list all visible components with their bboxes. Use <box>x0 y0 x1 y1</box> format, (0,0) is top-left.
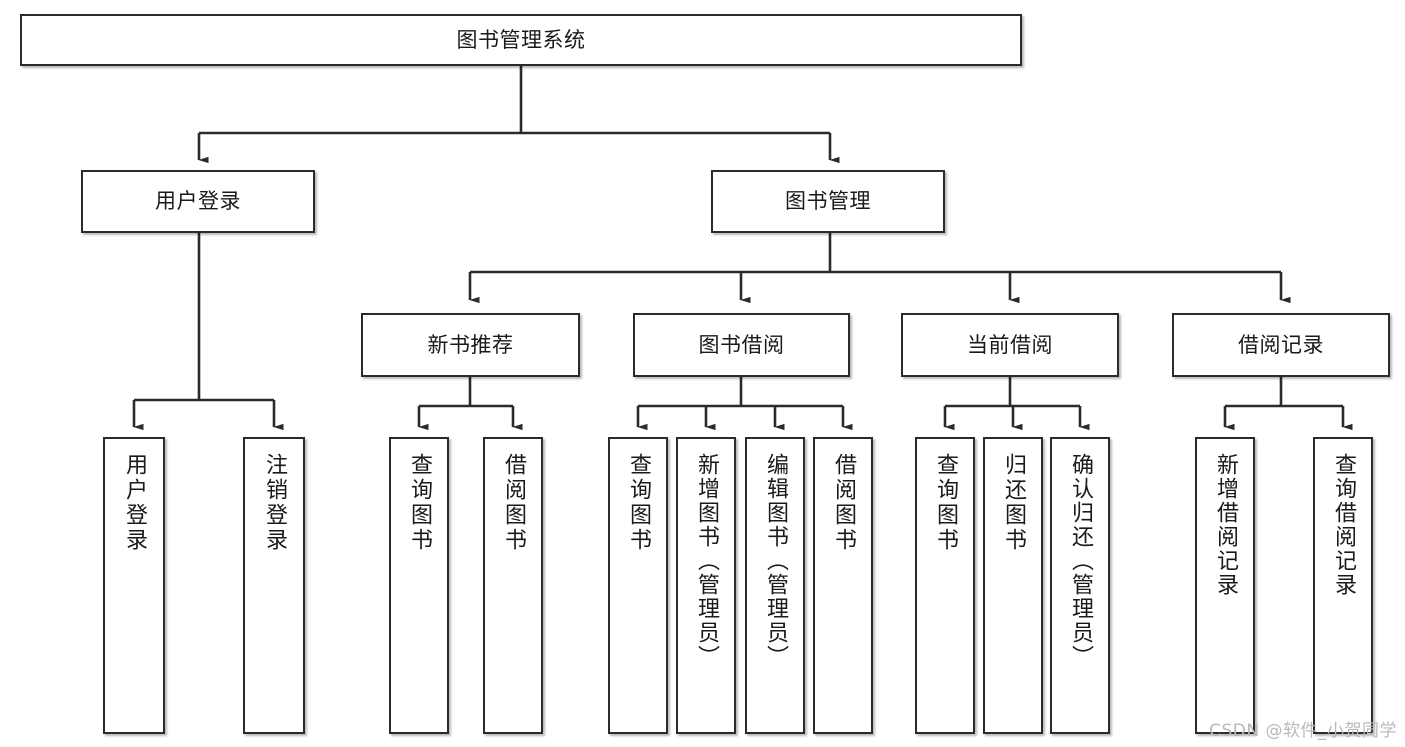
leaf-node-label: 新增借阅记录 <box>1213 453 1238 597</box>
node-current-borrow[interactable]: 当前借阅 <box>901 313 1119 377</box>
leaf-node[interactable]: 查询图书 <box>915 437 975 734</box>
leaf-node[interactable]: 查询图书 <box>389 437 449 734</box>
node-user-login-label: 用户登录 <box>155 189 241 214</box>
leaf-node-label: 查询图书 <box>933 453 958 553</box>
leaf-node-label: 借阅图书 <box>501 453 526 553</box>
node-root-system[interactable]: 图书管理系统 <box>20 14 1022 66</box>
node-borrow-record[interactable]: 借阅记录 <box>1172 313 1390 377</box>
leaf-node-label: 新增图书（管理员） <box>694 453 719 669</box>
leaf-node[interactable]: 注销登录 <box>243 437 305 734</box>
node-book-management-label: 图书管理 <box>785 189 871 214</box>
leaf-node[interactable]: 新增借阅记录 <box>1195 437 1255 734</box>
node-book-borrow-label: 图书借阅 <box>698 332 785 357</box>
leaf-node[interactable]: 编辑图书（管理员） <box>745 437 805 734</box>
leaf-node[interactable]: 用户登录 <box>103 437 165 734</box>
leaf-node[interactable]: 归还图书 <box>983 437 1043 734</box>
node-borrow-record-label: 借阅记录 <box>1238 332 1324 357</box>
leaf-node-label: 查询图书 <box>626 453 651 553</box>
leaf-node[interactable]: 确认归还（管理员） <box>1050 437 1110 734</box>
node-user-login[interactable]: 用户登录 <box>81 170 315 233</box>
leaf-node[interactable]: 查询借阅记录 <box>1313 437 1373 734</box>
leaf-node-label: 查询图书 <box>407 453 432 553</box>
leaf-node[interactable]: 借阅图书 <box>813 437 873 734</box>
node-book-borrow[interactable]: 图书借阅 <box>633 313 850 377</box>
node-book-management[interactable]: 图书管理 <box>711 170 945 233</box>
csdn-watermark: CSDN @软件_小贺同学 <box>1209 721 1397 741</box>
leaf-node-label: 查询借阅记录 <box>1331 453 1356 597</box>
leaf-node[interactable]: 借阅图书 <box>483 437 543 734</box>
node-new-book-recommend-label: 新书推荐 <box>427 332 514 357</box>
leaf-node[interactable]: 查询图书 <box>608 437 668 734</box>
leaf-node-label: 借阅图书 <box>831 453 856 553</box>
leaf-node-label: 编辑图书（管理员） <box>763 453 788 669</box>
node-new-book-recommend[interactable]: 新书推荐 <box>361 313 580 377</box>
node-current-borrow-label: 当前借阅 <box>967 332 1053 357</box>
leaf-node[interactable]: 新增图书（管理员） <box>676 437 736 734</box>
leaf-node-label: 归还图书 <box>1001 453 1026 553</box>
node-root-system-label: 图书管理系统 <box>456 27 586 52</box>
leaf-node-label: 确认归还（管理员） <box>1068 453 1093 669</box>
leaf-node-label: 注销登录 <box>262 453 287 553</box>
leaf-node-label: 用户登录 <box>122 453 147 553</box>
